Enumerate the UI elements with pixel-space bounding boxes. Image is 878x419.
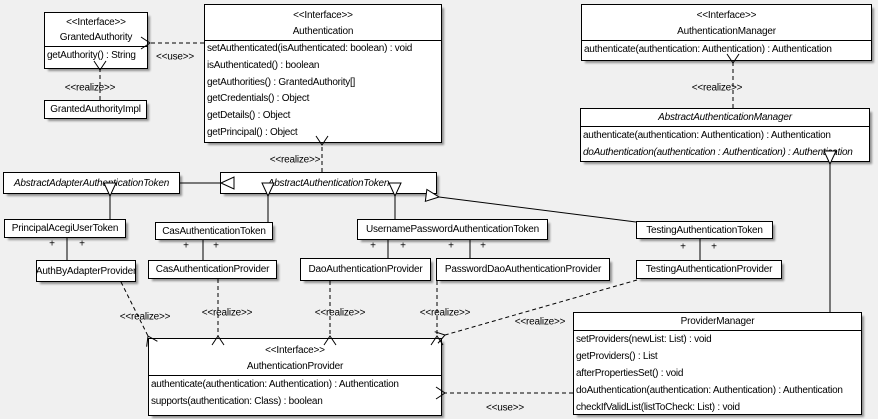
class-name: GrantedAuthority <box>59 32 133 43</box>
class-name: AuthenticationManager <box>677 26 776 37</box>
class-header: AbstractAuthenticationManager <box>581 109 869 126</box>
class-name: DaoAuthenticationProvider <box>308 264 423 275</box>
class-name: PasswordDaoAuthenticationProvider <box>444 264 602 275</box>
method-label: setAuthenticated(isAuthenticated: boolea… <box>207 43 413 54</box>
class-box-abstract-authentication-token: AbstractAuthenticationToken <box>220 172 437 194</box>
method-label: setProviders(newList: List) : void <box>576 334 712 345</box>
method-label: authenticate(authentication: Authenticat… <box>583 130 831 141</box>
class-box-granted-authority-impl: GrantedAuthorityImpl <box>44 100 147 119</box>
realize-label: <<realize>> <box>64 82 116 94</box>
realize-label: <<realize>> <box>201 307 253 319</box>
method-label: authenticate(authentication: Authenticat… <box>584 44 832 55</box>
use-label: <<use>> <box>155 51 195 63</box>
method-label: getAuthorities() : GrantedAuthority[] <box>207 76 356 88</box>
realize-label: <<realize>> <box>419 307 471 319</box>
realize-label: <<realize>> <box>314 307 366 319</box>
class-box-testing-authentication-provider: TestingAuthenticationProvider <box>636 260 782 279</box>
class-name: AbstractAuthenticationManager <box>658 112 792 123</box>
class-box-granted-authority: <<Interface>> GrantedAuthority getAuthor… <box>44 12 148 69</box>
method-label: getAuthority() : String <box>47 50 136 61</box>
class-name: UsernamePasswordAuthenticationToken <box>365 224 540 235</box>
realize-label: <<realize>> <box>269 154 321 166</box>
realize-auth-by-adapter-provider-to-authentication-provider <box>120 281 158 347</box>
class-name: TestingAuthenticationProvider <box>645 264 773 275</box>
class-box-cas-authentication-provider: CasAuthenticationProvider <box>148 260 277 279</box>
class-box-username-password-authentication-token: UsernamePasswordAuthenticationToken <box>357 219 548 240</box>
method-label: authenticate(authentication: Authenticat… <box>151 379 399 390</box>
class-name: CasAuthenticationProvider <box>155 264 270 275</box>
multiplicity-label: + <box>49 238 55 250</box>
class-box-auth-by-adapter-provider: AuthByAdapterProvider <box>36 260 136 282</box>
method-label: isAuthenticated() : boolean <box>207 59 320 71</box>
class-header: ProviderManager <box>574 313 861 330</box>
class-header: <<Interface>> GrantedAuthority <box>45 13 147 46</box>
multiplicity-label: + <box>711 241 717 253</box>
class-name: AuthByAdapterProvider <box>35 265 137 277</box>
class-name: TestingAuthenticationToken <box>646 224 763 236</box>
class-name: AuthenticationProvider <box>246 361 344 372</box>
class-box-principal-acegi-user-token: PrincipalAcegiUserToken <box>4 219 126 238</box>
use-label: <<use>> <box>485 402 525 414</box>
realize-label: <<realize>> <box>691 82 743 94</box>
method-label: getProviders() : List <box>576 351 658 362</box>
class-box-authentication-provider: <<Interface>> AuthenticationProvider aut… <box>148 338 442 416</box>
class-box-testing-authentication-token: TestingAuthenticationToken <box>636 221 773 239</box>
class-box-dao-authentication-provider: DaoAuthenticationProvider <box>300 258 431 281</box>
realize-label: <<realize>> <box>514 316 566 328</box>
method-label: doAuthentication(authentication: Authent… <box>576 385 843 396</box>
multiplicity-label: + <box>448 240 454 252</box>
class-name: AbstractAdapterAuthenticationToken <box>13 177 170 189</box>
class-name: Authentication <box>292 26 354 37</box>
multiplicity-label: + <box>400 240 406 252</box>
multiplicity-label: + <box>183 240 189 252</box>
class-name: CasAuthenticationToken <box>162 225 266 237</box>
class-header: <<Interface>> AuthenticationProvider <box>149 339 441 375</box>
method-compartment: authenticate(authentication: Authenticat… <box>581 126 869 161</box>
class-header: <<Interface>> Authentication <box>205 5 441 40</box>
class-stereotype: <<Interface>> <box>66 17 126 28</box>
multiplicity-label: + <box>680 241 686 253</box>
method-label: checkIfValidList(listToCheck: List) : vo… <box>576 402 740 413</box>
method-label: getCredentials() : Object <box>207 93 310 105</box>
class-name: AbstractAuthenticationToken <box>267 177 390 189</box>
class-box-abstract-adapter-authentication-token: AbstractAdapterAuthenticationToken <box>3 172 180 194</box>
multiplicity-label: + <box>370 240 376 252</box>
class-box-authentication-manager: <<Interface>> AuthenticationManager auth… <box>581 4 872 61</box>
class-name: ProviderManager <box>680 316 755 327</box>
class-stereotype: <<Interface>> <box>696 10 757 21</box>
method-label: getPrincipal() : Object <box>207 126 298 138</box>
class-name: GrantedAuthorityImpl <box>50 104 141 115</box>
abstract-method-label: doAuthentication(authentication : Authen… <box>583 147 853 158</box>
multiplicity-label: + <box>480 240 486 252</box>
method-compartment: authenticate(authentication: Authenticat… <box>582 40 871 58</box>
method-label: afterPropertiesSet() : void <box>576 368 684 379</box>
multiplicity-label: + <box>79 238 85 250</box>
class-header: <<Interface>> AuthenticationManager <box>582 5 871 40</box>
method-compartment: setProviders(newList: List) : void getPr… <box>574 330 861 416</box>
method-compartment: setAuthenticated(isAuthenticated: boolea… <box>205 40 441 142</box>
realize-label: <<realize>> <box>119 311 171 323</box>
class-box-abstract-authentication-manager: AbstractAuthenticationManager authentica… <box>580 108 870 162</box>
class-stereotype: <<Interface>> <box>293 10 353 21</box>
method-label: supports(authentication: Class) : boolea… <box>151 396 323 407</box>
class-box-cas-authentication-token: CasAuthenticationToken <box>155 222 273 240</box>
method-compartment: authenticate(authentication: Authenticat… <box>149 375 441 410</box>
class-box-password-dao-authentication-provider: PasswordDaoAuthenticationProvider <box>436 258 610 281</box>
class-box-provider-manager: ProviderManager setProviders(newList: Li… <box>573 312 862 415</box>
class-name: PrincipalAcegiUserToken <box>11 223 119 234</box>
multiplicity-label: + <box>213 240 219 252</box>
method-compartment: getAuthority() : String <box>45 46 147 64</box>
method-label: getDetails() : Object <box>207 110 291 122</box>
class-box-authentication: <<Interface>> Authentication setAuthenti… <box>204 4 442 143</box>
class-stereotype: <<Interface>> <box>265 345 325 356</box>
